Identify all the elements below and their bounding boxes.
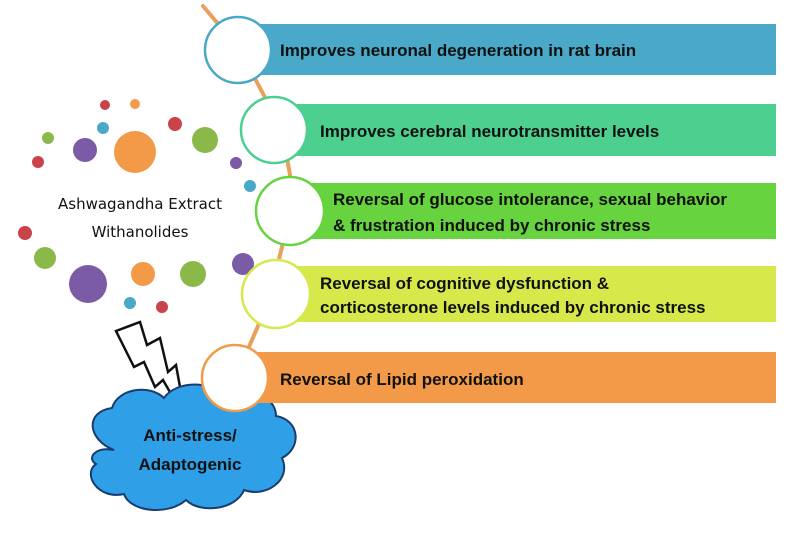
effect-4-label-line2: corticosterone levels induced by chronic… <box>320 298 705 317</box>
cloud-label-line2: Adaptogenic <box>139 455 242 474</box>
center-label-line2: Withanolides <box>92 223 189 241</box>
center-label-line1: Ashwagandha Extract <box>58 195 222 213</box>
cloud-label-line1: Anti-stress/ <box>143 426 237 445</box>
effect-4-bar <box>276 266 776 322</box>
effect-3-bar <box>290 183 776 239</box>
effect-3: Reversal of glucose intolerance, sexual … <box>254 175 776 247</box>
effect-3-label-line2: & frustration induced by chronic stress <box>333 216 650 235</box>
effect-2: Improves cerebral neurotransmitter level… <box>239 95 776 165</box>
cloud-shape: Anti-stress/ Adaptogenic <box>89 383 297 511</box>
effect-1-label: Improves neuronal degeneration in rat br… <box>280 41 636 60</box>
effect-3-label-line1: Reversal of glucose intolerance, sexual … <box>333 190 727 209</box>
effect-2-bar <box>274 104 776 156</box>
effect-4: Reversal of cognitive dysfunction & cort… <box>240 258 776 330</box>
effect-3-circle <box>254 175 326 247</box>
effect-5-bar <box>235 352 776 403</box>
effect-1-circle <box>203 15 273 85</box>
effect-2-label: Improves cerebral neurotransmitter level… <box>320 122 659 141</box>
effect-4-circle <box>240 258 312 330</box>
effect-2-circle <box>239 95 309 165</box>
effect-4-label-line1: Reversal of cognitive dysfunction & <box>320 274 609 293</box>
effect-5: Reversal of Lipid peroxidation <box>200 343 776 413</box>
effect-5-label: Reversal of Lipid peroxidation <box>280 370 524 389</box>
decorative-dots <box>18 99 256 313</box>
effect-1-bar <box>238 24 776 75</box>
effect-5-circle <box>200 343 270 413</box>
effect-1: Improves neuronal degeneration in rat br… <box>203 15 776 85</box>
